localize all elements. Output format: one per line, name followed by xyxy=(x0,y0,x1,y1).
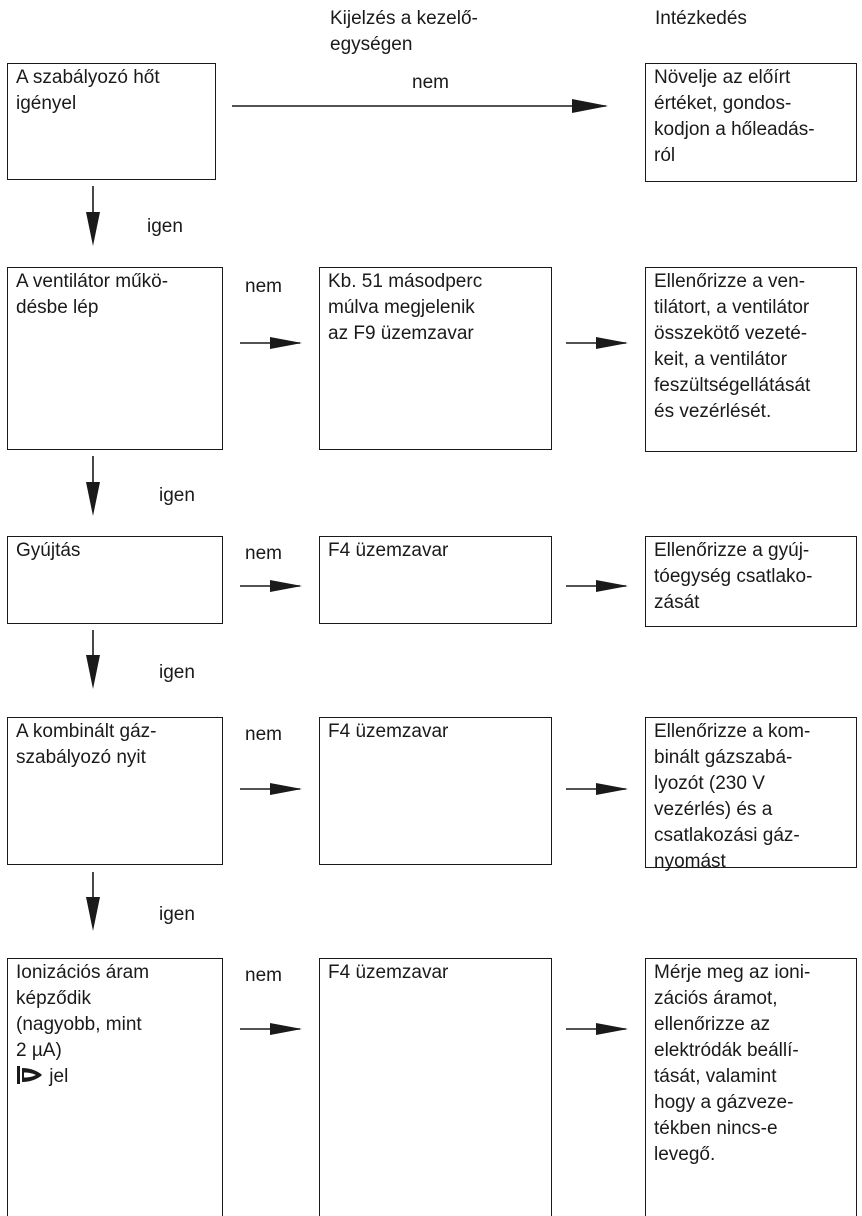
display-text: F4 üzemzavar xyxy=(328,721,449,742)
condition-text: Gyújtás xyxy=(16,540,81,561)
action-text: Ellenőrizze a ven- tilátort, a ventiláto… xyxy=(654,271,811,422)
condition-box-row2: A ventilátor műkö- désbe lép xyxy=(7,267,223,450)
display-box-row2: Kb. 51 másodperc múlva megjelenik az F9 … xyxy=(319,267,552,450)
condition-box-row4: A kombinált gáz- szabályozó nyit xyxy=(7,717,223,865)
action-column-header: Intézkedés xyxy=(655,8,747,29)
action-box-row4: Ellenőrizze a kom- binált gázszabá- lyoz… xyxy=(645,717,857,872)
yes-label-row3: igen xyxy=(159,662,195,683)
action-box-row2: Ellenőrizze a ven- tilátort, a ventiláto… xyxy=(645,267,857,452)
action-text: Ellenőrizze a kom- binált gázszabá- lyoz… xyxy=(654,721,811,872)
condition-box-row5: Ionizációs áram képződik (nagyobb, mint … xyxy=(7,958,223,1216)
yes-label-row4: igen xyxy=(159,904,195,925)
flame-signal-line: jel xyxy=(16,1064,214,1090)
display-box-row4: F4 üzemzavar xyxy=(319,717,552,865)
action-box-row1: Növelje az előírt értéket, gondos- kodjo… xyxy=(645,63,857,182)
display-text: F4 üzemzavar xyxy=(328,962,449,983)
flame-signal-icon xyxy=(17,1066,42,1084)
signal-label: jel xyxy=(49,1066,69,1087)
action-box-row3: Ellenőrizze a gyúj- tóegység csatlako- z… xyxy=(645,536,857,627)
condition-text: A ventilátor műkö- désbe lép xyxy=(16,271,169,318)
no-label-row4: nem xyxy=(245,724,282,745)
yes-label-row2: igen xyxy=(159,485,195,506)
action-text: Növelje az előírt értéket, gondos- kodjo… xyxy=(654,67,815,166)
display-text: F4 üzemzavar xyxy=(328,540,449,561)
action-text: Ellenőrizze a gyúj- tóegység csatlako- z… xyxy=(654,540,813,613)
display-text: Kb. 51 másodperc múlva megjelenik az F9 … xyxy=(328,271,483,344)
no-label-row2: nem xyxy=(245,276,282,297)
no-label-row3: nem xyxy=(245,543,282,564)
no-label-row5: nem xyxy=(245,965,282,986)
no-label-row1: nem xyxy=(412,72,449,93)
condition-box-row3: Gyújtás xyxy=(7,536,223,624)
display-column-header: Kijelzés a kezelő- egységen xyxy=(330,8,478,55)
condition-text: A szabályozó hőt igényel xyxy=(16,67,160,114)
display-box-row5: F4 üzemzavar xyxy=(319,958,552,1216)
condition-text: A kombinált gáz- szabályozó nyit xyxy=(16,721,157,768)
condition-box-row1: A szabályozó hőt igényel xyxy=(7,63,216,180)
action-box-row5: Mérje meg az ioni- zációs áramot, ellenő… xyxy=(645,958,857,1216)
yes-label-row1: igen xyxy=(147,216,183,237)
display-box-row3: F4 üzemzavar xyxy=(319,536,552,624)
condition-text: Ionizációs áram képződik (nagyobb, mint … xyxy=(16,962,150,1061)
action-text: Mérje meg az ioni- zációs áramot, ellenő… xyxy=(654,962,811,1165)
